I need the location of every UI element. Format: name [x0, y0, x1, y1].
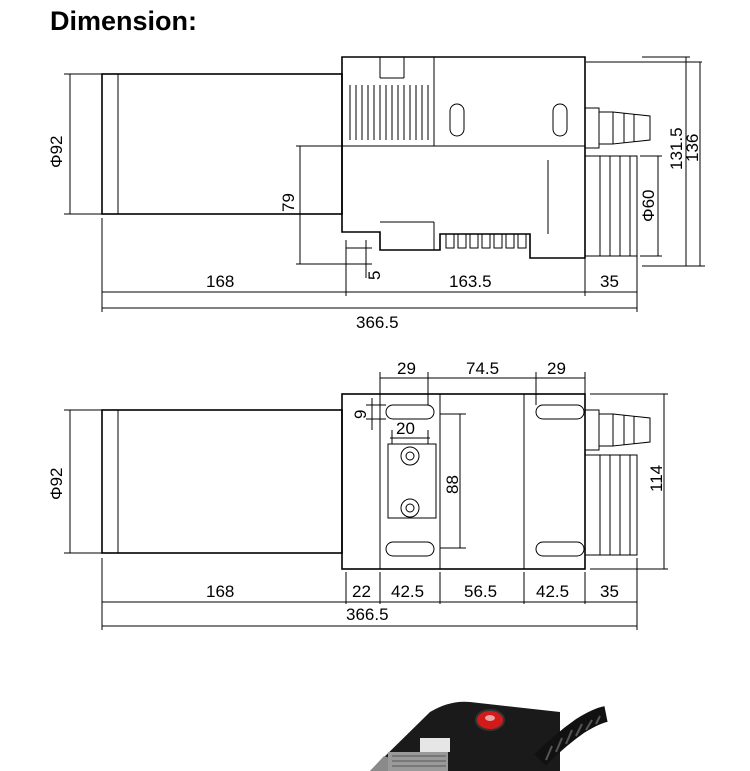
dim-168-bottom: 168	[206, 582, 234, 601]
dim-131-5: 131.5	[667, 127, 686, 170]
dim-dia-60: Φ60	[639, 190, 658, 222]
dim-88: 88	[443, 475, 462, 494]
dim-9: 9	[351, 410, 370, 419]
label-plate	[420, 738, 450, 752]
cable-gland	[584, 107, 600, 149]
dim-163-5: 163.5	[449, 272, 492, 291]
side-slot	[552, 103, 568, 137]
motor-cylinder	[101, 409, 343, 554]
dim-dia-92-bottom: Φ92	[47, 468, 66, 500]
dim-5: 5	[365, 271, 384, 280]
page-title: Dimension:	[50, 6, 198, 36]
mount-bracket	[387, 443, 437, 519]
mount-slot	[385, 541, 435, 557]
dim-56-5: 56.5	[464, 582, 497, 601]
dim-79: 79	[279, 193, 298, 212]
dim-29-left: 29	[397, 359, 416, 378]
bottom-view: Φ92 29 74.5 29 9 20 88 114 168 22 42.5 5…	[47, 359, 668, 630]
dim-20: 20	[396, 419, 415, 438]
mount-hole	[400, 446, 420, 466]
dim-42-5-right: 42.5	[536, 582, 569, 601]
rear-cap	[584, 155, 638, 257]
dim-42-5-left: 42.5	[391, 582, 424, 601]
spindle-photo	[370, 701, 608, 771]
dim-136: 136	[683, 134, 702, 162]
dim-total-bottom: 366.5	[346, 605, 389, 624]
top-view: Φ92 79 5 Φ60 131.5 136 168 163.5 35 366.…	[47, 56, 705, 332]
rear-cap	[584, 454, 638, 556]
spindle-housing	[341, 56, 586, 259]
dim-114: 114	[647, 465, 666, 492]
motor-cylinder	[101, 73, 343, 215]
mount-slot	[535, 541, 585, 557]
bottom-fins	[445, 233, 527, 249]
dim-168-top: 168	[206, 272, 234, 291]
mount-slot	[535, 404, 585, 420]
dim-35-top: 35	[600, 272, 619, 291]
cooling-fins	[349, 85, 429, 140]
dim-total-top: 366.5	[356, 313, 399, 332]
dim-29-right: 29	[547, 359, 566, 378]
dim-22: 22	[352, 582, 371, 601]
side-slot	[449, 103, 465, 137]
mount-slot	[385, 404, 435, 420]
spindle-housing-bottom	[341, 393, 586, 570]
dim-35-bottom: 35	[600, 582, 619, 601]
cable-gland	[584, 409, 600, 451]
dim-74-5: 74.5	[466, 359, 499, 378]
dim-dia-92-top: Φ92	[47, 136, 66, 168]
mount-hole	[400, 498, 420, 518]
